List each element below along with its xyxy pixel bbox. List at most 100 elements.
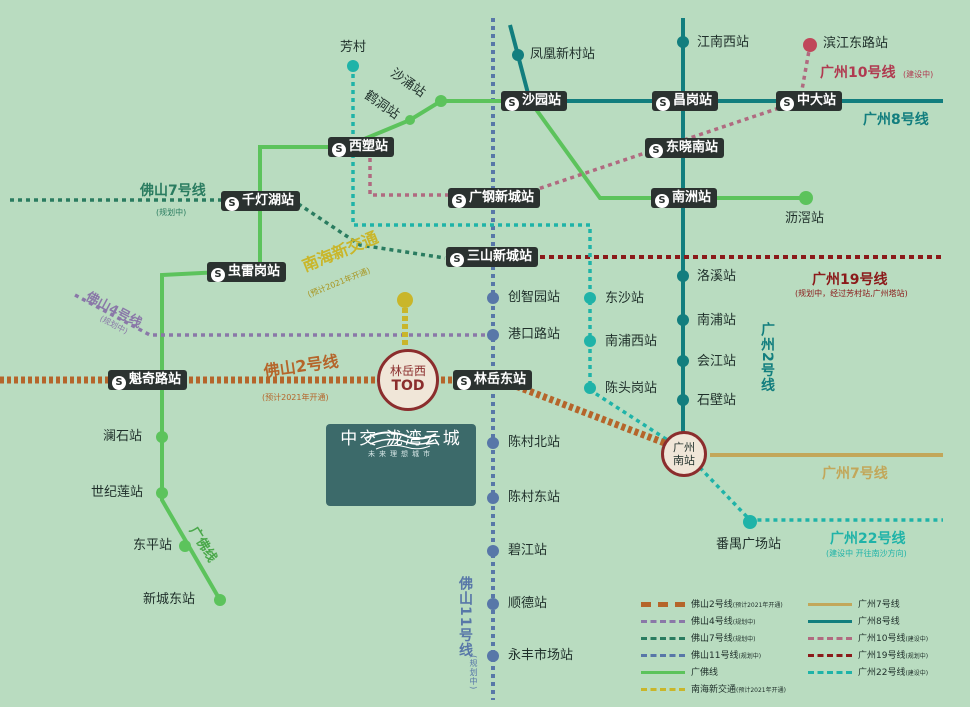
legend-swatch [641, 688, 685, 691]
legend-label: 佛山7号线 [691, 634, 733, 644]
legend-item: 佛山2号线(预计2021年开通) [641, 598, 783, 612]
legend-label: 广州7号线 [858, 600, 900, 610]
line-gz2-name: 广州2号线 [759, 322, 775, 393]
legend-swatch [808, 603, 852, 606]
station-chencunbei: 陈村北站 [508, 435, 561, 450]
wave-logo-icon [365, 431, 437, 450]
legend-item: 佛山11号线(规划中) [641, 649, 761, 663]
metro-icon: S [332, 143, 346, 157]
legend-label: 南海新交通 [691, 685, 737, 695]
line-gz19-name: 广州19号线 [812, 272, 888, 288]
station-gangkoulu: 港口路站 [508, 327, 561, 342]
legend-swatch [641, 671, 685, 674]
legend-item: 广州7号线 [808, 598, 900, 612]
station-luoxi: 洛溪站 [697, 269, 737, 284]
legend-note: (预计2021年开通) [736, 687, 786, 694]
legend-swatch [641, 620, 685, 623]
logo-subtitle: 未来理想城市 [368, 450, 434, 458]
station-shijilian: 世纪莲站 [91, 485, 144, 500]
metro-icon: S [656, 97, 670, 111]
legend-note: (规划中) [905, 653, 929, 660]
legend-item: 南海新交通(预计2021年开通) [641, 683, 786, 697]
guangfo-line [160, 99, 806, 602]
station-chentougang: 陈头岗站 [605, 381, 658, 396]
line-fs7-name: 佛山7号线 [140, 183, 206, 199]
legend-note: (建设中) [905, 636, 929, 643]
station-panyu: 番禺广场站 [716, 537, 782, 552]
metro-icon: S [452, 194, 466, 208]
legend-note: (建设中) [905, 670, 929, 677]
metro-icon: S [655, 194, 669, 208]
legend-item: 佛山7号线(规划中) [641, 632, 755, 646]
guangzhou-south-marker: 广州 南站 [661, 431, 707, 477]
station-yongfeng: 永丰市场站 [508, 648, 574, 663]
station-bijiang: 碧江站 [508, 543, 548, 558]
legend-swatch [641, 654, 685, 657]
legend-swatch [808, 654, 852, 657]
metro-icon: S [780, 97, 794, 111]
legend-item: 广州10号线(建设中) [808, 632, 928, 646]
station-jiangnanxi: 江南西站 [697, 35, 750, 50]
legend-note: (规划中) [732, 619, 756, 626]
station-shunde: 顺德站 [508, 596, 548, 611]
legend-note: (预计2021年开通) [732, 602, 783, 609]
legend-label: 广州8号线 [858, 617, 900, 627]
station-dots [156, 36, 817, 662]
legend-label: 佛山2号线 [691, 600, 733, 610]
legend-label: 广佛线 [691, 668, 719, 678]
station-chuangzhiyuan: 创智园站 [508, 290, 561, 305]
legend-label: 广州10号线 [858, 634, 906, 644]
metro-icon: S [225, 197, 239, 211]
metro-icon: S [211, 268, 225, 282]
line-gz10-name: 广州10号线 [820, 65, 896, 81]
station-xinchengdong: 新城东站 [143, 592, 196, 607]
station-shibi: 石壁站 [697, 393, 737, 408]
project-logo: 中交 泷湾云城 未来理想城市 [326, 424, 476, 506]
line-fs7-note: (规划中) [156, 208, 187, 217]
station-lanshi: 澜石站 [103, 429, 143, 444]
metro-icon: S [505, 97, 519, 111]
station-nanpu: 南浦站 [697, 313, 737, 328]
legend-item: 广州8号线 [808, 615, 900, 629]
metro-icon: S [457, 376, 471, 390]
line-gz10-note: (建设中) [903, 70, 934, 79]
gz10-line [368, 44, 812, 197]
legend-swatch [641, 602, 685, 607]
station-huijiang: 会江站 [697, 354, 737, 369]
legend-swatch [641, 637, 685, 640]
station-nanpuxi: 南浦西站 [605, 334, 658, 349]
line-gz8-name: 广州8号线 [863, 112, 929, 128]
metro-icon: S [112, 376, 126, 390]
legend-swatch [808, 637, 852, 640]
legend-item: 广州19号线(规划中) [808, 649, 928, 663]
station-lijiao: 沥滘站 [785, 211, 825, 226]
line-fs2-note: (预计2021年开通) [262, 393, 329, 402]
legend-swatch [808, 671, 852, 674]
station-fenghuang: 凤凰新村站 [530, 47, 596, 62]
metro-icon: S [450, 253, 464, 267]
station-dongsha: 东沙站 [605, 291, 645, 306]
line-fs11-name: 佛山11号线 [457, 576, 473, 658]
line-gz7-name: 广州7号线 [822, 466, 888, 482]
legend-label: 佛山4号线 [691, 617, 733, 627]
legend-item: 佛山4号线(规划中) [641, 615, 755, 629]
metro-icon: S [649, 144, 663, 158]
station-chencundong: 陈村东站 [508, 490, 561, 505]
legend-item: 广佛线 [641, 666, 718, 680]
legend-note: (规划中) [738, 653, 762, 660]
line-gz22-name: 广州22号线 [830, 531, 906, 547]
legend-label: 广州22号线 [858, 668, 906, 678]
